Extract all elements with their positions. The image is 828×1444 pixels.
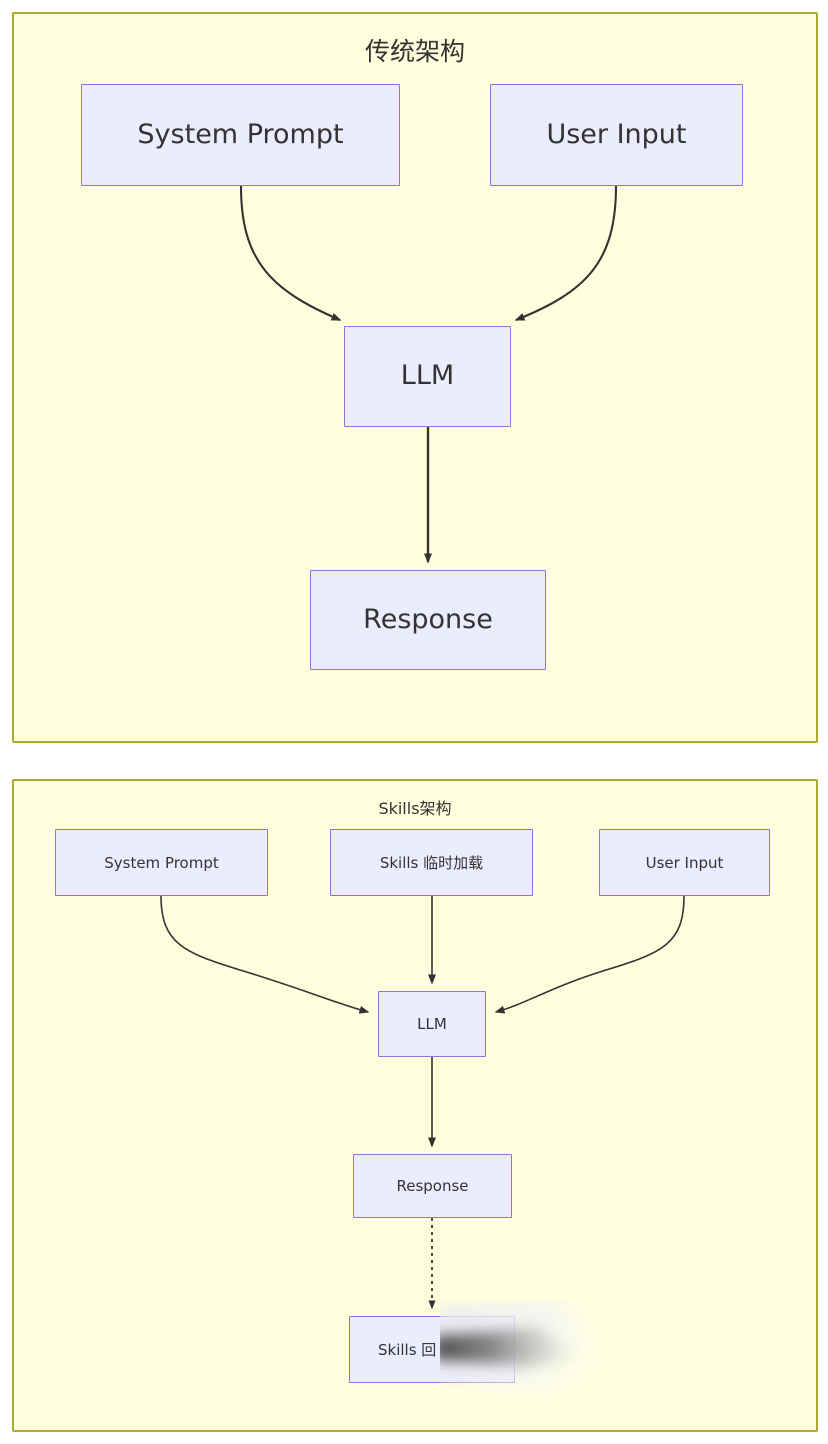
node-skills-feedback[interactable]: Skills 回 bbox=[349, 1316, 515, 1383]
node-system-prompt-skills[interactable]: System Prompt bbox=[55, 829, 268, 896]
node-response-skills[interactable]: Response bbox=[353, 1154, 512, 1218]
node-llm-skills[interactable]: LLM bbox=[378, 991, 486, 1057]
node-system-prompt-traditional[interactable]: System Prompt bbox=[81, 84, 400, 186]
node-user-input-skills[interactable]: User Input bbox=[599, 829, 770, 896]
node-response-traditional[interactable]: Response bbox=[310, 570, 546, 670]
panel-traditional-title: 传统架构 bbox=[364, 37, 465, 66]
node-skills-temporary-load[interactable]: Skills 临时加载 bbox=[330, 829, 533, 896]
panel-skills-title: Skills架构 bbox=[378, 799, 452, 818]
node-llm-traditional[interactable]: LLM bbox=[344, 326, 511, 427]
node-user-input-traditional[interactable]: User Input bbox=[490, 84, 743, 186]
